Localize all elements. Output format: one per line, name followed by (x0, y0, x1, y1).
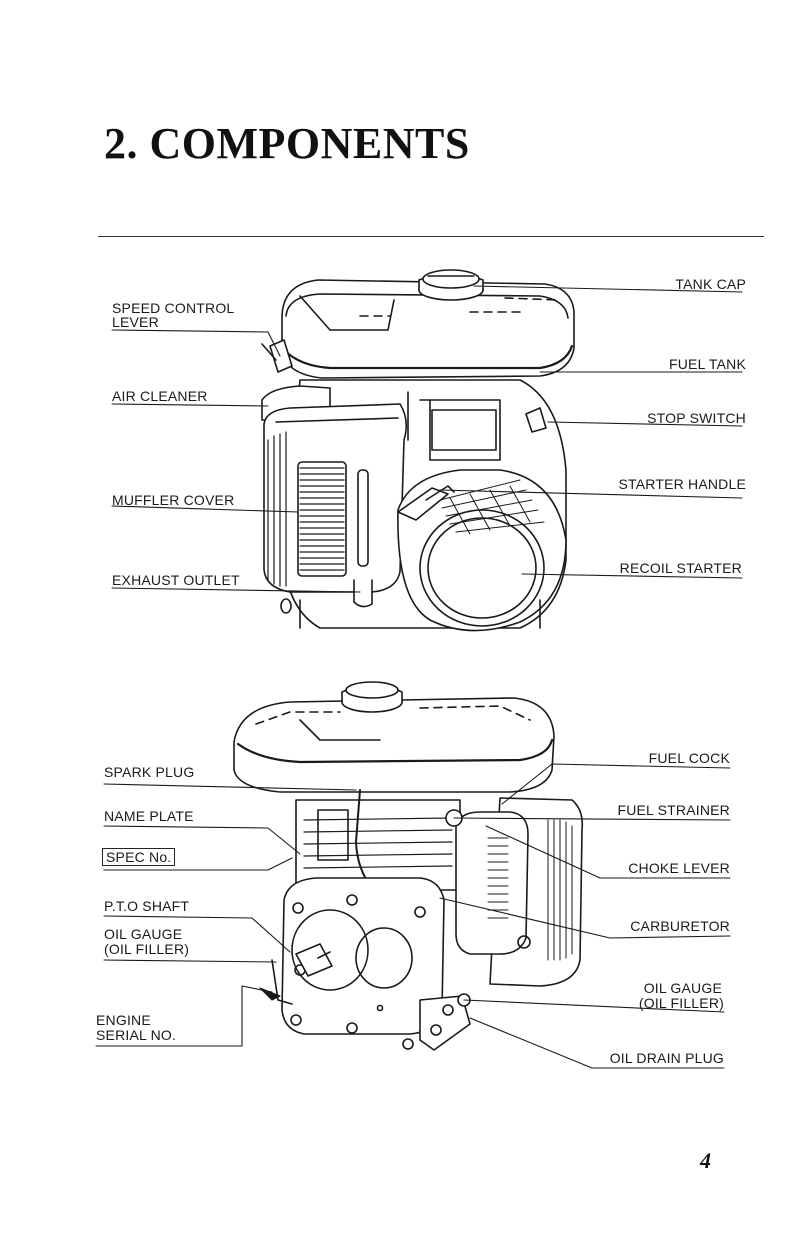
label-engine-serial-line1: ENGINE (96, 1012, 151, 1028)
label-muffler-cover: MUFFLER COVER (112, 492, 235, 508)
label-air-cleaner: AIR CLEANER (112, 388, 208, 404)
label-fuel-cock: FUEL COCK (648, 750, 730, 766)
page-number: 4 (700, 1148, 711, 1173)
label-exhaust-outlet: EXHAUST OUTLET (112, 572, 240, 588)
label-stop-switch: STOP SWITCH (647, 410, 746, 426)
engine-front-illustration (261, 269, 575, 632)
label-speed-control-lever-line2: LEVER (112, 314, 159, 330)
label-spec-no: SPEC No. (102, 848, 176, 866)
engine-rear-illustration (233, 681, 584, 1051)
label-fuel-strainer: FUEL STRAINER (617, 802, 730, 818)
label-starter-handle: STARTER HANDLE (618, 476, 746, 492)
leader-lines-bottom (95, 763, 731, 1069)
page-title: 2. COMPONENTS (104, 119, 470, 168)
label-oil-gauge-left-line2: (OIL FILLER) (104, 941, 190, 957)
label-tank-cap: TANK CAP (675, 276, 746, 292)
label-choke-lever: CHOKE LEVER (628, 860, 730, 876)
label-recoil-starter: RECOIL STARTER (619, 560, 742, 576)
label-fuel-tank: FUEL TANK (668, 356, 746, 372)
label-oil-drain-plug: OIL DRAIN PLUG (609, 1050, 724, 1066)
label-pto-shaft: P.T.O SHAFT (104, 898, 190, 914)
leader-lines-top (111, 285, 743, 593)
label-engine-serial-line2: SERIAL NO. (96, 1027, 177, 1043)
label-oil-gauge-right-line1: OIL GAUGE (643, 980, 722, 996)
label-oil-gauge-right-line2: (OIL FILLER) (638, 995, 724, 1011)
label-speed-control-lever-line1: SPEED CONTROL (112, 300, 235, 316)
label-name-plate: NAME PLATE (104, 808, 194, 824)
title-divider (98, 236, 764, 237)
label-spark-plug: SPARK PLUG (104, 764, 195, 780)
label-carburetor: CARBURETOR (630, 918, 730, 934)
label-oil-gauge-left-line1: OIL GAUGE (104, 926, 183, 942)
